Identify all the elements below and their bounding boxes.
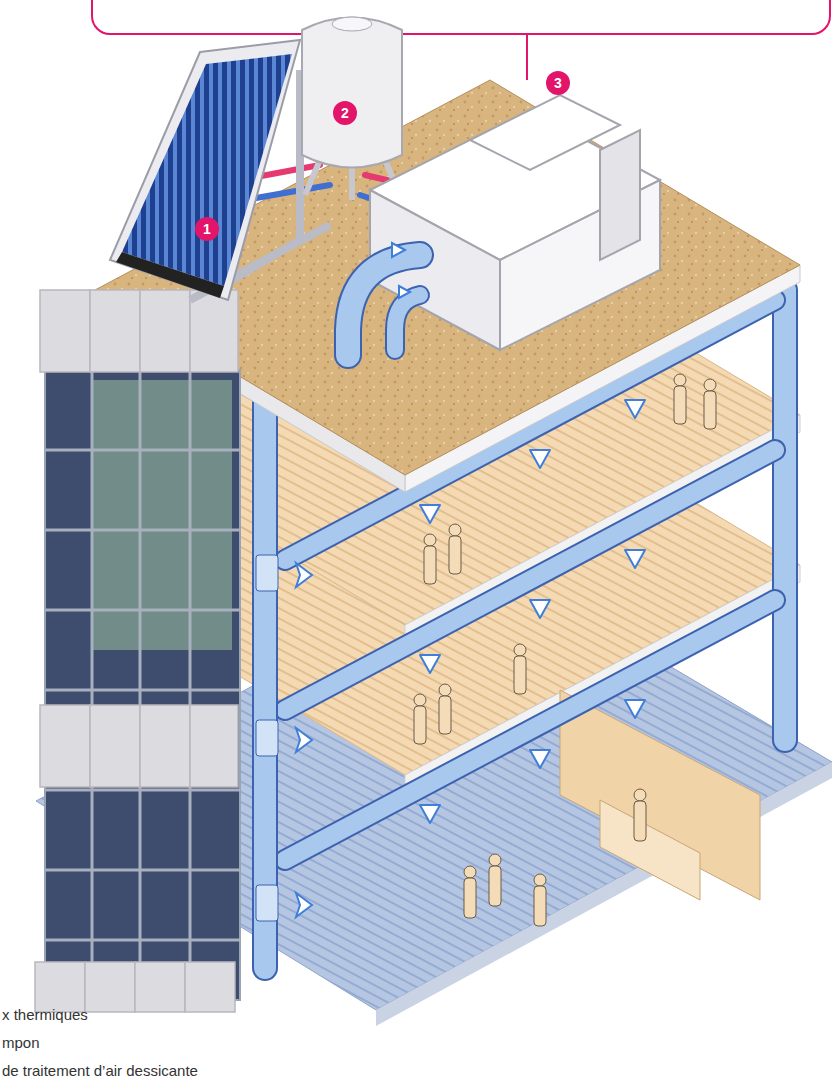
person-figure	[414, 706, 426, 744]
stone-cladding	[35, 290, 238, 1012]
stone-cladding	[40, 705, 90, 787]
person-figure	[534, 886, 546, 926]
legend-text: mpon	[2, 1034, 40, 1051]
return-grille	[296, 893, 312, 917]
person-figure	[424, 546, 436, 584]
legend-text: x thermiques	[2, 1006, 88, 1023]
airflow-arrow	[625, 400, 645, 418]
air-duct	[285, 600, 775, 860]
air-duct	[285, 600, 775, 860]
air-duct	[348, 243, 420, 355]
air-duct	[254, 385, 276, 968]
person-figure	[464, 866, 476, 878]
stone-cladding	[40, 290, 90, 372]
air-duct	[348, 255, 420, 355]
stone-cladding	[135, 962, 185, 1012]
air-duct	[392, 243, 405, 257]
air-duct	[774, 290, 796, 740]
airflow-arrow	[420, 505, 440, 523]
person-figure	[514, 644, 526, 656]
return-grille	[256, 555, 312, 921]
person-figure	[674, 386, 686, 424]
stone-cladding	[90, 290, 140, 372]
person-figure	[464, 878, 476, 918]
airflow-arrow	[530, 750, 550, 768]
buffer-tank	[302, 17, 402, 200]
air-duct	[395, 295, 420, 350]
return-grille	[256, 720, 278, 756]
airflow-arrow	[420, 805, 440, 823]
buffer-tank	[332, 17, 372, 31]
airflow-arrow	[530, 600, 550, 618]
person-figure	[489, 854, 501, 866]
stone-cladding	[140, 290, 190, 372]
glass-facade	[92, 650, 232, 710]
person-figure	[449, 536, 461, 574]
ground-floor	[376, 762, 832, 1026]
buffer-tank	[302, 18, 402, 168]
return-grille	[256, 885, 278, 921]
air-duct	[348, 255, 420, 355]
stone-cladding	[190, 290, 238, 372]
return-grille	[296, 563, 312, 587]
return-grille	[256, 555, 278, 591]
glass-facade	[45, 370, 240, 1000]
airflow-arrow	[420, 655, 440, 673]
reception-desk	[560, 690, 760, 900]
stone-cladding	[90, 705, 140, 787]
air-handling-unit	[470, 95, 620, 170]
return-grille	[296, 728, 312, 752]
person-figure	[634, 801, 646, 841]
person-figure	[439, 684, 451, 696]
person-figure	[449, 524, 461, 536]
reception-desk	[560, 690, 760, 900]
callout-number: 3	[546, 71, 570, 95]
person-figure	[439, 696, 451, 734]
callout-number: 2	[333, 101, 357, 125]
stone-cladding	[140, 705, 190, 787]
person-figure	[704, 391, 716, 429]
callout-text: 3	[554, 76, 562, 90]
glass-facade	[45, 370, 240, 1000]
solar-collector	[122, 54, 292, 286]
person-figure	[514, 656, 526, 694]
solar-collector	[110, 40, 300, 300]
callout-frame	[526, 34, 528, 80]
legend-text: de traitement d’air dessicante	[2, 1062, 198, 1079]
person-figure	[674, 374, 686, 386]
callout-number: 1	[195, 217, 219, 241]
air-duct	[399, 286, 410, 298]
solar-collector	[116, 252, 224, 298]
solar-collector	[110, 40, 330, 300]
glass-facade	[45, 370, 240, 1000]
stone-cladding	[85, 962, 135, 1012]
stone-cladding	[190, 705, 238, 787]
airflow-arrow	[530, 450, 550, 468]
air-duct	[252, 385, 278, 968]
air-handling-unit	[600, 130, 640, 260]
callout-text: 2	[341, 106, 349, 120]
person-figure	[634, 789, 646, 801]
person-figure	[414, 694, 426, 706]
stone-cladding	[185, 962, 235, 1012]
airflow-arrow	[625, 550, 645, 568]
callout-frame	[92, 0, 830, 34]
air-duct	[772, 290, 798, 740]
airflow-arrow	[625, 700, 645, 718]
reception-desk	[600, 800, 700, 900]
callout-text: 1	[203, 222, 211, 236]
air-duct	[285, 450, 775, 710]
air-duct	[395, 295, 420, 350]
air-duct	[285, 450, 775, 710]
person-figure	[424, 534, 436, 546]
air-handling-unit	[370, 95, 660, 350]
stone-cladding	[35, 962, 85, 1012]
person-figure	[704, 379, 716, 391]
person-figure	[489, 866, 501, 906]
person-figure	[534, 874, 546, 886]
